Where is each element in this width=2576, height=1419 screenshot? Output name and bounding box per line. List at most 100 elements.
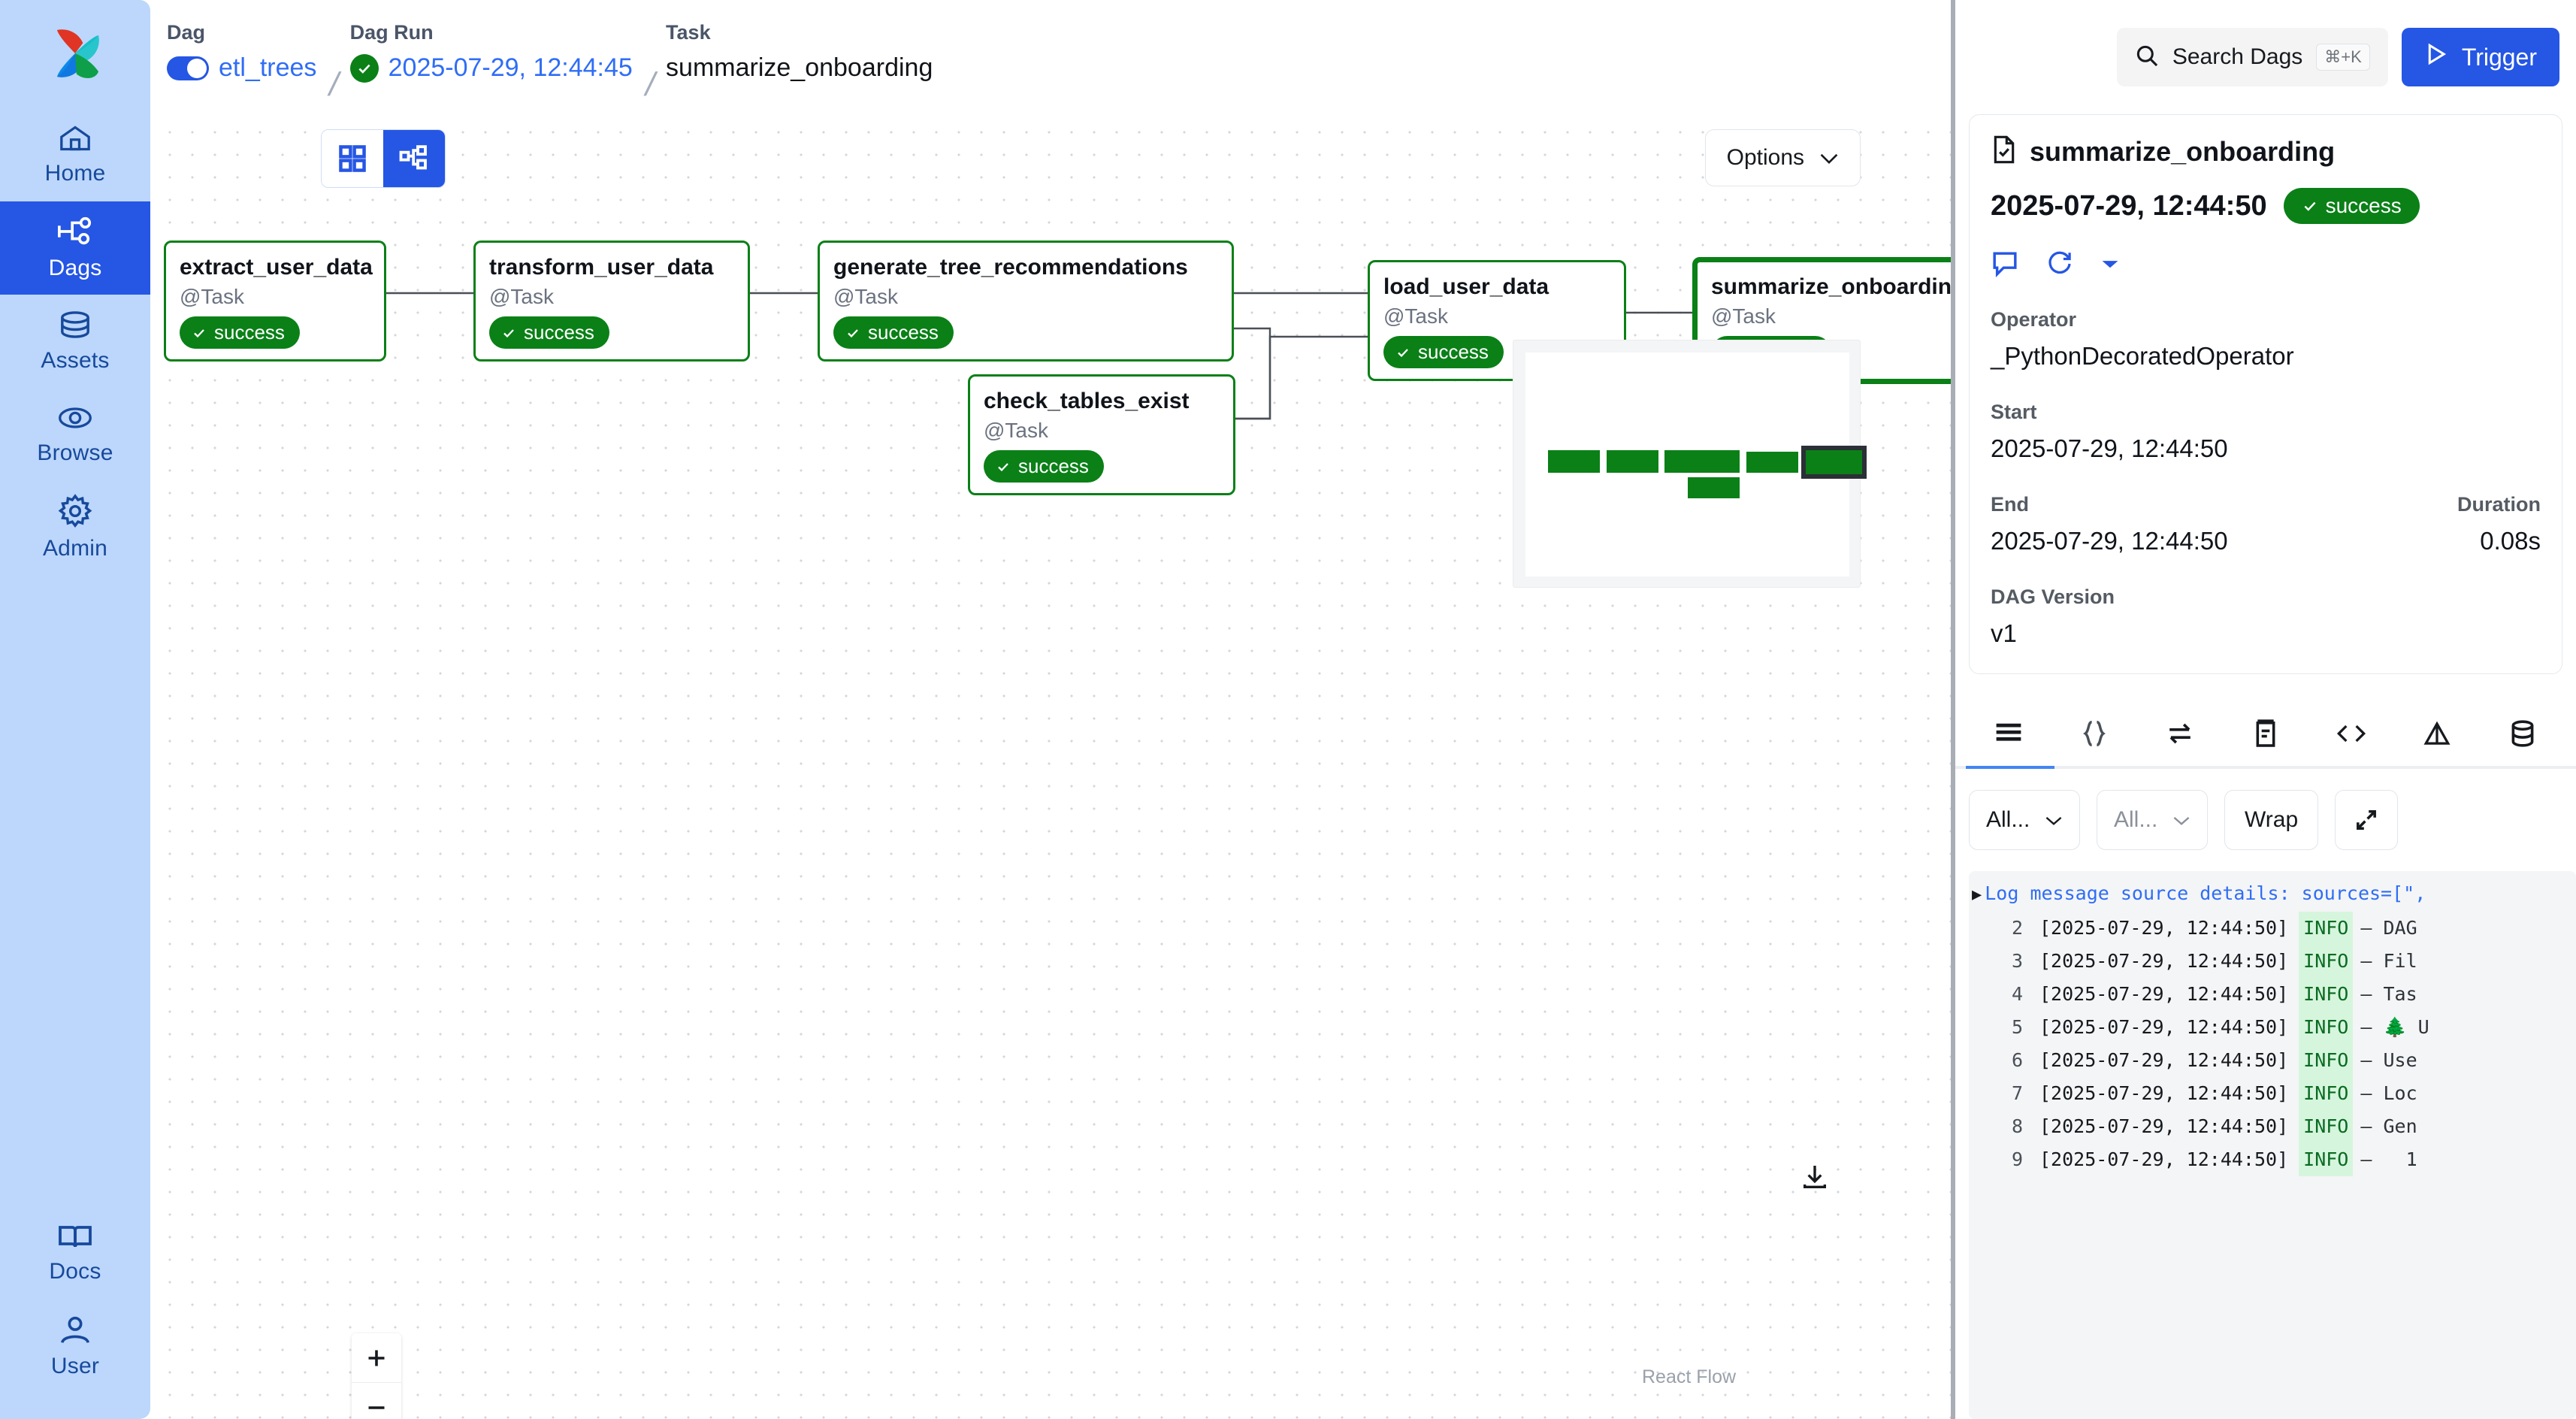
options-label: Options xyxy=(1726,145,1804,170)
graph-node-subtitle: @Task xyxy=(489,285,554,308)
chevron-down-icon[interactable] xyxy=(2100,257,2120,271)
minimap-node xyxy=(1548,450,1600,473)
log-level: INFO xyxy=(2299,945,2354,978)
sidebar-item-admin[interactable]: Admin xyxy=(0,481,150,574)
log-line: 7[2025-07-29, 12:44:50]INFO– Loc xyxy=(1969,1077,2576,1110)
log-message: – Gen xyxy=(2360,1115,2417,1137)
log-line: 5[2025-07-29, 12:44:50]INFO– 🌲 U xyxy=(1969,1011,2576,1044)
breadcrumb-dag: Dag etl_trees xyxy=(167,21,316,83)
log-source-value: All... xyxy=(2114,807,2158,832)
graph-node-title: summarize_onboarding xyxy=(1711,274,1951,299)
tab-code[interactable] xyxy=(2308,701,2394,766)
right-top-bar: Search Dags ⌘+K Trigger xyxy=(1955,0,2576,114)
minimap-node xyxy=(1607,450,1658,473)
end-value: 2025-07-29, 12:44:50 xyxy=(1991,527,2228,555)
grid-view-icon[interactable] xyxy=(322,130,383,187)
tab-logs[interactable] xyxy=(1966,701,2051,766)
log-level: INFO xyxy=(2299,1011,2354,1044)
sidebar-item-home[interactable]: Home xyxy=(0,108,150,201)
speech-bubble-icon[interactable] xyxy=(1991,250,2019,278)
graph-view-icon[interactable] xyxy=(383,130,445,187)
log-timestamp: [2025-07-29, 12:44:50] xyxy=(2039,1016,2289,1038)
graph-node-subtitle: @Task xyxy=(1711,304,1776,328)
browse-icon xyxy=(57,403,93,433)
graph-node-status-label: success xyxy=(1418,340,1489,363)
zoom-in-button[interactable] xyxy=(352,1333,401,1383)
dag-pause-toggle[interactable] xyxy=(167,56,209,80)
minimap-node xyxy=(1746,452,1798,473)
zoom-out-button[interactable] xyxy=(352,1383,401,1419)
graph-node-status-badge: success xyxy=(180,316,300,349)
log-line: 2[2025-07-29, 12:44:50]INFO– DAG xyxy=(1969,912,2576,945)
search-input[interactable]: Search Dags ⌘+K xyxy=(2116,28,2388,86)
graph-node-subtitle: @Task xyxy=(833,285,898,308)
log-source-select[interactable]: All... xyxy=(2097,790,2208,850)
graph-node-status-badge: success xyxy=(833,316,954,349)
tab-mapped[interactable] xyxy=(2137,701,2223,766)
sidebar-item-docs[interactable]: Docs xyxy=(0,1207,150,1300)
log-line-number: 9 xyxy=(2011,1148,2023,1170)
refresh-icon[interactable] xyxy=(2046,250,2073,278)
trigger-label: Trigger xyxy=(2461,43,2537,71)
breadcrumb: Dag etl_trees / Dag Run 2025-07-29, 12:4… xyxy=(150,0,1951,114)
expand-arrows-icon[interactable] xyxy=(2335,790,2399,850)
graph-node-title: check_tables_exist xyxy=(984,389,1190,413)
graph-node-subtitle: @Task xyxy=(1383,304,1448,328)
dag-version-value: v1 xyxy=(1991,619,2017,647)
options-button[interactable]: Options xyxy=(1704,129,1861,186)
trigger-button[interactable]: Trigger xyxy=(2401,28,2559,86)
chevron-down-icon xyxy=(1819,145,1839,171)
sidebar-item-dags[interactable]: Dags xyxy=(0,201,150,295)
log-line: 9[2025-07-29, 12:44:50]INFO– 1 xyxy=(1969,1143,2576,1176)
tab-xcom[interactable] xyxy=(2051,701,2137,766)
sidebar-item-label: User xyxy=(50,1354,100,1378)
log-level: INFO xyxy=(2299,1077,2354,1110)
sidebar: Home Dags Assets xyxy=(0,0,150,1419)
breadcrumb-dagrun-value[interactable]: 2025-07-29, 12:44:45 xyxy=(388,53,633,82)
check-icon xyxy=(503,328,514,337)
user-icon xyxy=(58,1315,92,1346)
minimap[interactable] xyxy=(1513,340,1867,588)
tab-warnings[interactable] xyxy=(2394,701,2480,766)
active-tab-underline xyxy=(1966,766,2054,769)
log-timestamp: [2025-07-29, 12:44:50] xyxy=(2039,983,2289,1005)
wrap-button[interactable]: Wrap xyxy=(2224,790,2319,850)
graph-node-status-label: success xyxy=(214,321,285,343)
status-badge-label: success xyxy=(2325,194,2402,217)
log-timestamp: [2025-07-29, 12:44:50] xyxy=(2039,917,2289,939)
download-icon[interactable] xyxy=(1800,1162,1830,1196)
log-timestamp: [2025-07-29, 12:44:50] xyxy=(2039,1148,2289,1170)
log-level: INFO xyxy=(2299,912,2354,945)
log-level-select[interactable]: All... xyxy=(1969,790,2080,850)
breadcrumb-dag-value[interactable]: etl_trees xyxy=(219,53,317,82)
log-header-text: Log message source details: sources=[", xyxy=(1985,882,2426,904)
panel-resize-handle[interactable] xyxy=(1951,0,1955,1419)
sidebar-item-browse[interactable]: Browse xyxy=(0,388,150,481)
end-label: End xyxy=(1991,493,2029,516)
sidebar-item-assets[interactable]: Assets xyxy=(0,295,150,388)
expand-caret-icon: ▶ xyxy=(1972,885,1982,904)
task-detail-panel: Search Dags ⌘+K Trigger summari xyxy=(1955,0,2576,1419)
tab-details[interactable] xyxy=(2223,701,2308,766)
log-header-line[interactable]: ▶Log message source details: sources=[", xyxy=(1969,877,2576,912)
airflow-pinwheel-logo[interactable] xyxy=(43,21,107,86)
duration-value: 0.08s xyxy=(2480,527,2541,555)
graph-node-status-badge: success xyxy=(1383,336,1504,368)
breadcrumb-dagrun-label: Dag Run xyxy=(349,21,434,44)
graph-node-status-badge: success xyxy=(984,450,1104,483)
play-icon xyxy=(2424,42,2448,72)
status-badge: success xyxy=(2283,188,2420,224)
log-line-number: 3 xyxy=(2011,950,2023,972)
sidebar-item-user[interactable]: User xyxy=(0,1300,150,1393)
task-file-icon xyxy=(1991,135,2018,168)
log-output[interactable]: ▶Log message source details: sources=[",… xyxy=(1969,871,2576,1419)
log-line-number: 5 xyxy=(2011,1016,2023,1038)
tab-assets[interactable] xyxy=(2480,701,2565,766)
log-message: – Tas xyxy=(2360,983,2417,1005)
